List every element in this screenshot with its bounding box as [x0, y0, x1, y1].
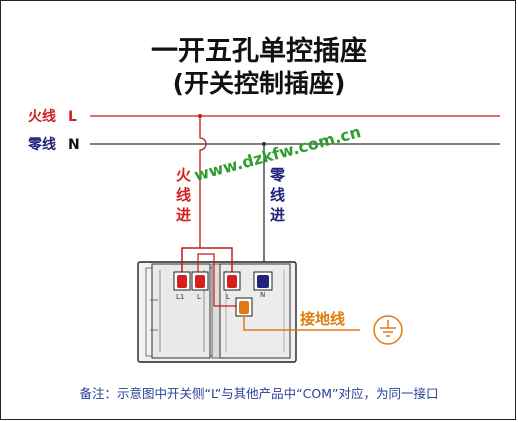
- ground-label: 接地线: [300, 310, 345, 328]
- terminal-l: [191, 271, 209, 291]
- neutral-in-char-3: 进: [270, 206, 285, 224]
- neutral-junction: [262, 142, 266, 146]
- terminal-n: [253, 271, 273, 291]
- title-line-1: 一开五孔单控插座: [151, 35, 367, 67]
- switch-loop-wire: [197, 253, 240, 307]
- terminal-l1: [173, 271, 191, 291]
- neutral-wire-letter: N: [68, 137, 80, 153]
- footnote: 备注：示意图中开关侧“L”与其他产品中“COM”对应，为同一接口: [80, 386, 439, 401]
- terminal-l1-label: L1: [176, 293, 184, 301]
- terminal-l-socket-label: L: [226, 293, 230, 301]
- terminal-l-socket: [223, 271, 241, 291]
- live-junction: [198, 114, 202, 118]
- live-drop-wire: [199, 116, 207, 248]
- neutral-in-char-1: 零: [269, 166, 286, 184]
- neutral-wire-label: 零线: [27, 136, 56, 153]
- live-in-char-3: 进: [176, 206, 191, 224]
- live-wire-letter: L: [68, 109, 77, 125]
- terminal-l-label: L: [197, 293, 201, 301]
- ground-symbol-icon: [373, 315, 403, 345]
- title-line-2: (开关控制插座): [173, 69, 346, 98]
- terminal-ground: [235, 297, 253, 317]
- live-wire-label: 火线: [28, 108, 56, 125]
- live-to-socket-wire: [200, 247, 233, 272]
- live-in-char-1: 火: [176, 166, 192, 184]
- ground-wire: [243, 316, 360, 331]
- live-in-char-2: 线: [176, 186, 191, 204]
- neutral-in-char-2: 线: [270, 186, 285, 204]
- terminal-n-label: N: [260, 291, 265, 299]
- live-to-l1-wire: [181, 247, 200, 272]
